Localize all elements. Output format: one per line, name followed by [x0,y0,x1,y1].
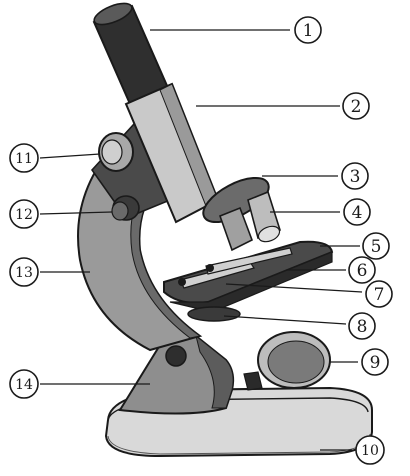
stage [163,240,334,313]
label-5: 5 [362,232,390,260]
label-3: 3 [341,162,369,190]
label-6: 6 [348,256,376,284]
mirror [243,331,331,391]
svg-text:10: 10 [361,443,379,459]
svg-text:12: 12 [15,207,33,223]
coarse-adjustment-knob [98,132,134,172]
svg-text:5: 5 [371,237,382,257]
svg-text:4: 4 [352,203,363,223]
label-8: 8 [348,312,376,340]
svg-text:3: 3 [350,167,361,187]
label-1: 1 [294,16,322,44]
svg-text:9: 9 [370,353,381,373]
label-11: 11 [9,143,39,173]
stage-clips [178,247,293,289]
objective-lenses [218,190,281,252]
svg-text:13: 13 [15,265,33,281]
svg-text:8: 8 [357,317,368,337]
label-10: 10 [355,435,385,465]
svg-text:6: 6 [357,261,368,281]
label-4: 4 [343,198,371,226]
fine-adjustment-knob [111,195,140,221]
label-13: 13 [9,257,39,287]
svg-text:2: 2 [351,97,362,117]
label-12: 12 [9,199,39,229]
label-2: 2 [342,92,370,120]
label-14: 14 [9,369,39,399]
leader-lines [39,29,363,451]
svg-text:7: 7 [374,285,385,305]
svg-text:11: 11 [15,151,33,167]
svg-text:1: 1 [303,21,314,41]
pillar [118,333,235,415]
eyepiece [92,2,170,106]
label-9: 9 [361,348,389,376]
diaphragm [187,306,241,322]
label-7: 7 [365,280,393,308]
nosepiece [202,176,270,224]
svg-text:14: 14 [15,377,33,393]
